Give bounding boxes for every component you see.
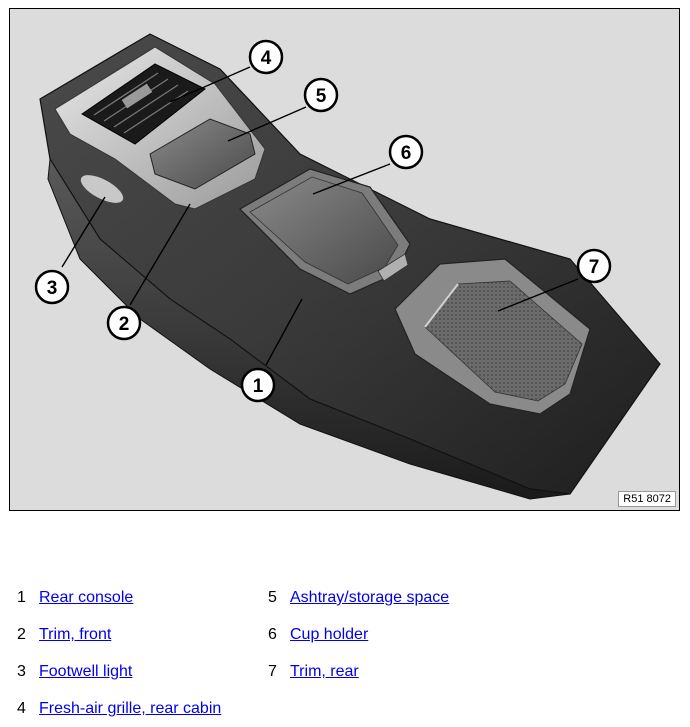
leader-line-1 xyxy=(265,298,303,366)
leader-line-4 xyxy=(169,66,251,103)
legend-link-rear-console[interactable]: Rear console xyxy=(39,589,134,606)
callout-2-label: 2 xyxy=(119,314,130,335)
leader-line-6 xyxy=(312,163,391,195)
ashtray-lid xyxy=(149,118,256,190)
cup-holder xyxy=(239,168,411,295)
legend-num: 7 xyxy=(268,663,277,680)
legend-num: 2 xyxy=(17,626,26,643)
legend-link-cup-holder[interactable]: Cup holder xyxy=(290,626,369,643)
footwell-light xyxy=(79,174,125,204)
legend-link-footwell-light[interactable]: Footwell light xyxy=(39,663,133,680)
callout-3: 3 xyxy=(34,269,70,305)
legend-num: 6 xyxy=(268,626,277,643)
figure-code: R51 8072 xyxy=(618,491,676,507)
rear-trim xyxy=(394,258,591,415)
callouts: 4 5 6 7 3 2 1 xyxy=(34,39,612,403)
legend-num: 5 xyxy=(268,589,277,606)
callout-7: 7 xyxy=(576,248,612,284)
callout-1: 1 xyxy=(240,367,276,403)
callout-2: 2 xyxy=(106,305,142,341)
callout-5: 5 xyxy=(303,77,339,113)
console-illustration: 4 5 6 7 3 2 1 xyxy=(34,33,661,500)
callout-4-label: 4 xyxy=(261,48,272,69)
legend-num: 1 xyxy=(17,589,26,606)
fresh-air-grille xyxy=(81,63,206,145)
callout-4: 4 xyxy=(248,39,284,75)
callout-1-label: 1 xyxy=(253,376,264,397)
callout-5-label: 5 xyxy=(316,86,327,107)
legend-link-fresh-air-grille[interactable]: Fresh-air grille, rear cabin xyxy=(39,700,222,717)
callout-6-label: 6 xyxy=(401,143,412,164)
legend-link-trim-front[interactable]: Trim, front xyxy=(39,626,112,643)
console-diagram: 4 5 6 7 3 2 1 xyxy=(9,8,680,511)
callout-7-label: 7 xyxy=(589,257,600,278)
legend-num: 4 xyxy=(17,700,26,717)
leader-line-3 xyxy=(61,196,106,268)
legend-link-trim-rear[interactable]: Trim, rear xyxy=(290,663,359,680)
leader-line-5 xyxy=(227,106,307,142)
callout-3-label: 3 xyxy=(47,278,58,299)
console-side xyxy=(47,157,571,500)
legend-num: 3 xyxy=(17,663,26,680)
leader-lines xyxy=(61,66,579,366)
leader-line-2 xyxy=(129,203,191,306)
legend-link-ashtray[interactable]: Ashtray/storage space xyxy=(290,589,450,606)
callout-6: 6 xyxy=(388,134,424,170)
leader-line-7 xyxy=(497,278,579,312)
